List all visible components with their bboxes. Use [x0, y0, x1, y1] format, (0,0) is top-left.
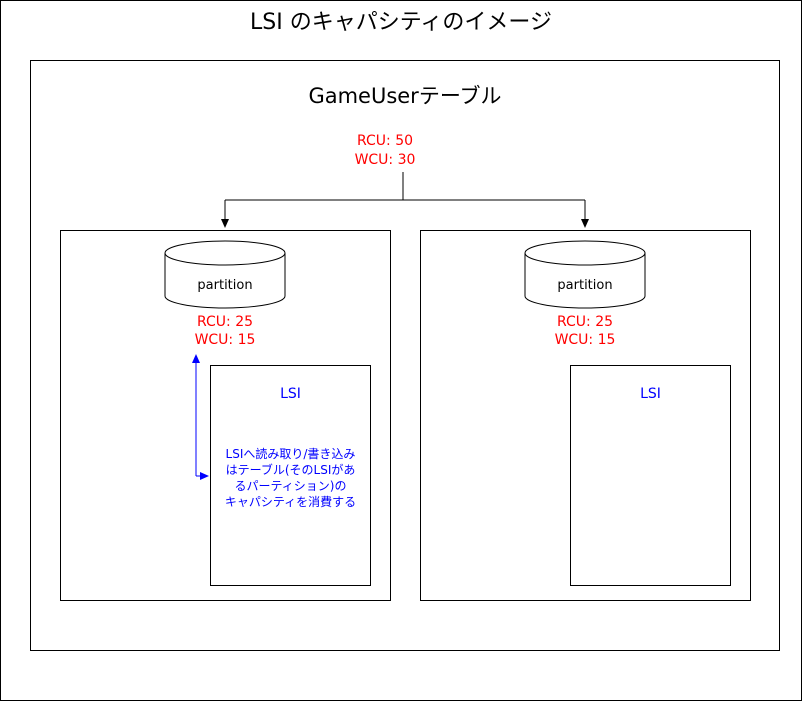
lsi-label-left: LSI — [280, 386, 301, 402]
lsi-capacity-arrow — [192, 354, 209, 480]
partition-cylinder-right — [524, 240, 646, 309]
partition-left-rcu: RCU: 25 — [196, 314, 254, 330]
lsi-box-right — [570, 365, 731, 586]
table-wcu: WCU: 30 — [354, 152, 416, 168]
lsi-note-line: LSIへ読み取り/書き込み — [225, 447, 356, 461]
table-to-partition-connector — [221, 172, 589, 228]
partition-label-right: partition — [557, 278, 613, 293]
partition-right-wcu: WCU: 15 — [554, 332, 616, 348]
partition-right-rcu: RCU: 25 — [556, 314, 614, 330]
partition-cylinder-left — [164, 240, 286, 309]
lsi-label-right: LSI — [640, 386, 661, 402]
table-title: GameUserテーブル — [308, 84, 502, 108]
partition-label-left: partition — [197, 278, 253, 293]
lsi-note-line: るパーティション)の — [234, 479, 347, 493]
partition-left-wcu: WCU: 15 — [194, 332, 256, 348]
lsi-box-left — [210, 365, 371, 586]
lsi-note-left: LSIへ読み取り/書き込み はテーブル(そのLSIがあ るパーティション)の キ… — [210, 446, 371, 510]
lsi-note-line: キャパシティを消費する — [224, 495, 357, 509]
lsi-note-line: はテーブル(そのLSIがあ — [225, 463, 356, 477]
table-rcu: RCU: 50 — [356, 133, 414, 149]
outer-title: LSI のキャパシティのイメージ — [250, 10, 552, 35]
